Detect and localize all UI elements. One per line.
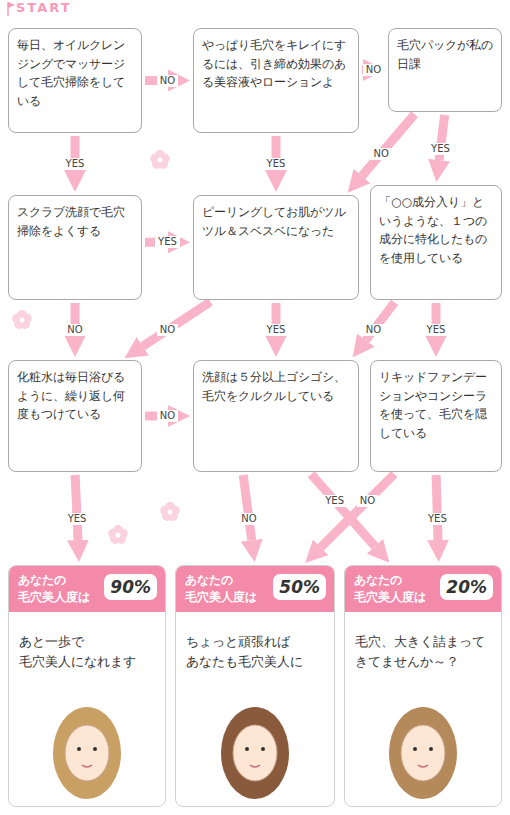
answer-label: YES: [428, 143, 453, 155]
petal: [22, 313, 32, 323]
result-heading: あなたの 毛穴美人度は: [354, 572, 450, 607]
petal: [158, 159, 168, 169]
answer-label: YES: [264, 158, 289, 170]
question-box: ピーリングしてお肌がツルツル＆スベスベになった: [193, 195, 359, 300]
question-box: 洗顔は５分以上ゴシゴシ、毛穴をクルクルしている: [193, 360, 359, 472]
result-panel: あなたの 毛穴美人度は90% あと一歩で 毛穴美人になれます: [8, 565, 166, 807]
question-text: 毎日、オイルクレンジングでマッサージして毛穴掃除をしている: [17, 36, 133, 110]
blossom: [150, 150, 170, 169]
answer-label: NO: [157, 324, 178, 336]
question-text: やっぱり毛穴をキレイにするには、引き締め効果のある美容液やローションよ: [202, 36, 350, 92]
blossom: [160, 502, 180, 521]
result-message: あと一歩で 毛穴美人になれます: [19, 632, 159, 672]
answer-label: NO: [157, 75, 178, 87]
result-panel: あなたの 毛穴美人度は50% ちょっと頑張れば あなたも毛穴美人に: [175, 565, 335, 807]
blossom-center: [158, 158, 163, 163]
petal: [17, 310, 27, 320]
blossom-center: [116, 533, 121, 538]
petal: [150, 153, 160, 163]
petal: [20, 319, 30, 329]
question-text: ピーリングしてお肌がツルツル＆スベスベになった: [202, 203, 350, 240]
question-box: 毎日、オイルクレンジングでマッサージして毛穴掃除をしている: [8, 28, 142, 133]
result-message: 毛穴、大きく詰まって きてませんか～？: [355, 632, 495, 672]
answer-label: YES: [425, 513, 450, 525]
petal: [160, 505, 170, 515]
answer-label: NO: [357, 495, 378, 507]
petal: [108, 528, 118, 538]
flow-arrow: [362, 114, 415, 176]
answer-label: YES: [424, 324, 449, 336]
question-box: スクラブ洗顔で毛穴掃除をよくする: [8, 195, 142, 300]
petal: [152, 159, 162, 169]
petal: [116, 534, 126, 544]
petal: [168, 511, 178, 521]
flow-arrow: [321, 474, 395, 547]
answer-label: NO: [157, 410, 178, 422]
score-badge: 50%: [273, 574, 326, 600]
flow-arrow: [143, 302, 211, 347]
blossom-center: [168, 510, 173, 515]
result-message: ちょっと頑張れば あなたも毛穴美人に: [186, 632, 326, 672]
flow-arrow: [436, 475, 438, 540]
petal: [160, 153, 170, 163]
question-box: 化粧水は毎日浴びるように、繰り返し何度もつけている: [8, 360, 142, 472]
score-badge: 20%: [440, 574, 493, 600]
blossom-decorations: [12, 150, 180, 544]
flag-cloth: [8, 2, 15, 8]
question-box: 毛穴パックが私の日課: [388, 28, 502, 112]
blossom: [108, 525, 128, 544]
petal: [14, 319, 24, 329]
question-text: リキッドファンデーションやコンシーラを使って、毛穴を隠している: [379, 368, 493, 442]
petal: [170, 505, 180, 515]
petal: [162, 511, 172, 521]
result-heading: あなたの 毛穴美人度は: [185, 572, 281, 607]
petal: [12, 313, 22, 323]
answer-label: YES: [155, 236, 180, 248]
question-text: 毛穴パックが私の日課: [397, 36, 493, 73]
answer-label: YES: [63, 158, 88, 170]
answer-label: NO: [370, 148, 391, 160]
answer-label: YES: [65, 513, 90, 525]
answer-label: YES: [264, 324, 289, 336]
score-badge: 90%: [104, 574, 157, 600]
petal: [118, 528, 128, 538]
question-box: やっぱり毛穴をキレイにするには、引き締め効果のある美容液やローションよ: [193, 28, 359, 133]
flow-arrow: [311, 474, 375, 546]
question-text: 洗顔は５分以上ゴシゴシ、毛穴をクルクルしている: [202, 368, 350, 405]
question-text: 「○○成分入り」というような、１つの成分に特化したものを使用している: [379, 193, 493, 267]
question-text: スクラブ洗顔で毛穴掃除をよくする: [17, 203, 133, 240]
result-heading: あなたの 毛穴美人度は: [18, 572, 114, 607]
start-flag: [8, 2, 15, 16]
answer-label: NO: [363, 64, 384, 76]
petal: [165, 502, 175, 512]
question-box: 「○○成分入り」というような、１つの成分に特化したものを使用している: [370, 185, 502, 300]
petal: [110, 534, 120, 544]
petal: [113, 525, 123, 535]
blossom-center: [20, 318, 25, 323]
question-text: 化粧水は毎日浴びるように、繰り返し何度もつけている: [17, 368, 133, 424]
flag-pole: [7, 2, 9, 16]
petal: [155, 150, 165, 160]
answer-label: YES: [322, 495, 347, 507]
blossom: [12, 310, 32, 329]
answer-label: NO: [64, 324, 85, 336]
start-label: START: [16, 0, 72, 16]
answer-label: NO: [363, 324, 384, 336]
result-panel: あなたの 毛穴美人度は20% 毛穴、大きく詰まって きてませんか～？: [344, 565, 502, 807]
answer-label: NO: [238, 513, 259, 525]
flow-arrow: [243, 475, 252, 540]
flow-arrow: [75, 475, 78, 540]
question-box: リキッドファンデーションやコンシーラを使って、毛穴を隠している: [370, 360, 502, 472]
